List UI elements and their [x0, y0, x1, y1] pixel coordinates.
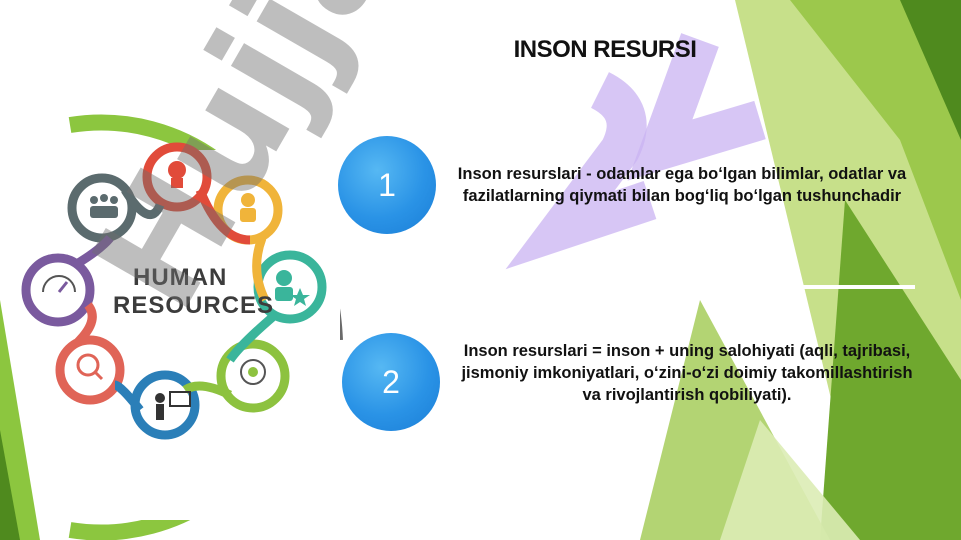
group-icon: [90, 194, 118, 218]
hr-label-line2: RESOURCES: [113, 292, 275, 319]
head-gear-icon: [168, 161, 186, 188]
presenter-icon: [155, 391, 191, 420]
person-idea-icon: [240, 193, 256, 222]
left-green-strip-2: [0, 430, 20, 540]
green-facet-6: [900, 0, 961, 140]
segment-ring-1: [142, 142, 212, 212]
number-badge-1: 1: [338, 136, 436, 234]
segment-ring-7: [21, 253, 95, 327]
segment-ring-8: [67, 173, 137, 243]
definition-text-2: Inson resurslari = inson + uning salohiy…: [461, 342, 913, 404]
person-star-icon: [275, 270, 310, 306]
left-green-strip: [0, 300, 40, 540]
page-title: INSON RESURSI: [513, 36, 697, 63]
magnifier-person-icon: [76, 353, 104, 381]
green-facet-2: [790, 0, 961, 300]
gauge-icon: [42, 275, 76, 293]
target-icon: [240, 359, 266, 385]
definition-text-1: Inson resurslari - odamlar ega boʻlgan b…: [457, 165, 907, 205]
segment-ring-6: [55, 335, 125, 405]
segment-ring-4: [216, 339, 290, 413]
number-badge-2: 2: [342, 333, 440, 431]
hr-label-line1: HUMAN: [133, 264, 228, 291]
green-facet-5: [720, 420, 860, 540]
